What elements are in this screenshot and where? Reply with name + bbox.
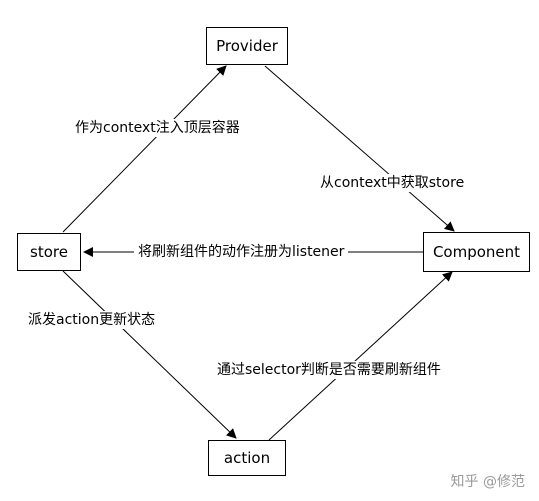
edge-provider-to-component: [264, 65, 455, 232]
label-action-to-component: 通过selector判断是否需要刷新组件: [217, 361, 441, 379]
component-node: Component: [423, 232, 530, 272]
action-node: action: [208, 440, 286, 476]
edge-action-to-component: [268, 271, 453, 441]
label-store-to-provider: 作为context注入顶层容器: [75, 119, 240, 137]
edge-store-to-provider: [62, 65, 227, 233]
label-store-to-action: 派发action更新状态: [28, 311, 156, 329]
store-node: store: [17, 233, 81, 271]
edge-store-to-action: [62, 270, 237, 439]
watermark: 知乎 @修范: [450, 474, 525, 490]
provider-node: Provider: [206, 27, 288, 65]
label-provider-to-component: 从context中获取store: [320, 174, 465, 192]
label-component-to-store: 将刷新组件的动作注册为listener: [134, 243, 349, 261]
